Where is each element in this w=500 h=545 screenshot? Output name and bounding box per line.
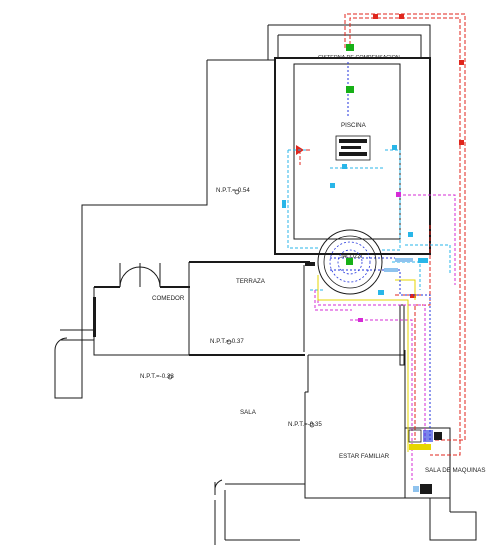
jacuzzi xyxy=(317,229,383,295)
magenta-markers xyxy=(358,192,401,322)
pool-info-plate xyxy=(335,135,371,161)
npt-label-3: N.P.T.=-0.33 xyxy=(140,373,174,380)
family-label: ESTAR FAMILIAR xyxy=(339,453,390,460)
pool-label: PISCINA xyxy=(341,122,367,129)
cyan-markers xyxy=(282,145,428,295)
walls xyxy=(54,24,477,545)
level-markers xyxy=(167,189,315,428)
npt-label-4: N.P.T.=-0.35 xyxy=(288,421,322,428)
jacuzzi-label: JACUZZI xyxy=(340,254,362,260)
living-label: SALA xyxy=(240,409,257,416)
cistern-label: CISTERNA DE COMPENSACION xyxy=(318,55,400,61)
machines-label: SALA DE MAQUINAS xyxy=(425,467,486,474)
machine-room-equipment xyxy=(408,429,442,494)
npt-label-2: N.P.T.=-0.37 xyxy=(210,338,244,345)
green-nodes xyxy=(346,44,354,93)
cyan-piping xyxy=(287,149,451,291)
npt-label-1: N.P.T.=-0.54 xyxy=(216,187,250,194)
yellow-piping xyxy=(317,275,416,452)
dining-label: COMEDOR xyxy=(152,295,185,302)
red-piping xyxy=(299,13,466,456)
terrace-label: TERRAZA xyxy=(236,278,266,285)
accent-bands xyxy=(384,258,413,272)
